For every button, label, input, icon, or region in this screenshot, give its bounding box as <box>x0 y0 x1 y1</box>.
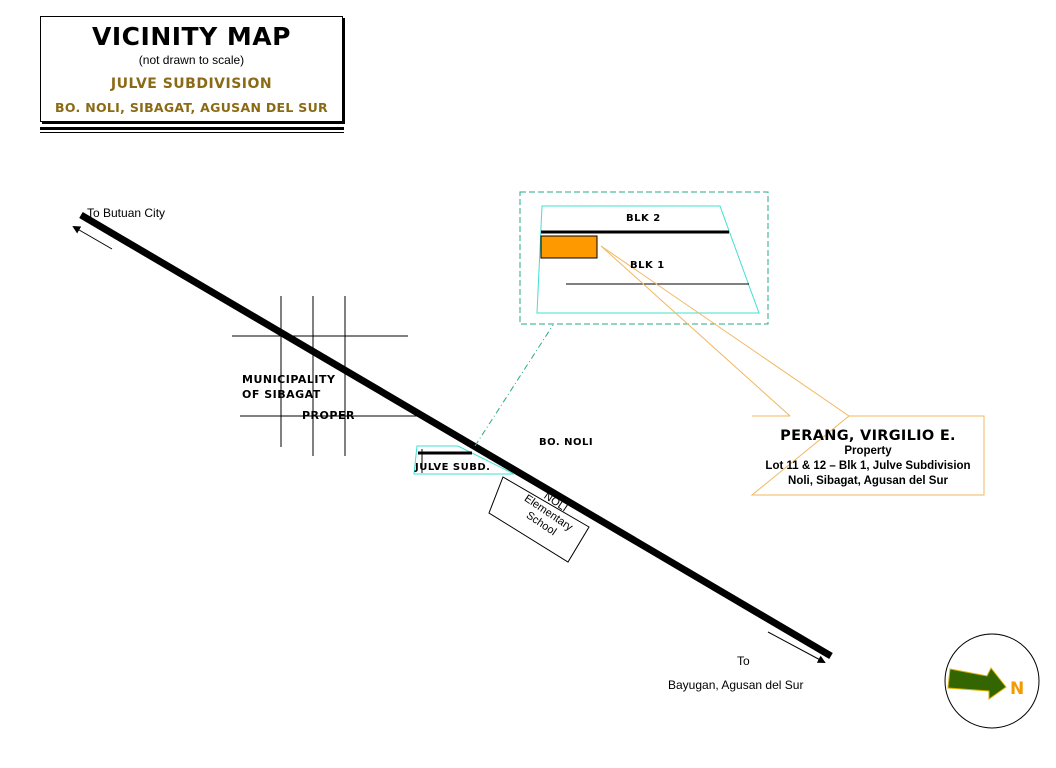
inset-leader-line <box>474 324 554 447</box>
to-butuan-label: To Butuan City <box>87 206 166 220</box>
owner-name: PERANG, VIRGILIO E. <box>780 428 956 444</box>
arrow-to-bayugan-icon <box>767 631 826 663</box>
inset-frame <box>519 191 769 325</box>
location-title: BO. NOLI, SIBAGAT, AGUSAN DEL SUR <box>55 100 328 115</box>
property-lot-highlight[interactable] <box>540 235 598 259</box>
map-title: VICINITY MAP <box>92 22 291 51</box>
julve-subdivision-outline <box>413 445 515 475</box>
title-block: VICINITY MAP (not drawn to scale) JULVE … <box>40 16 343 122</box>
subdivision-title: JULVE SUBDIVISION <box>110 76 273 92</box>
to-label: To <box>737 654 750 668</box>
national-highway <box>79 211 833 660</box>
julve-subd-label: JULVE SUBD. <box>415 462 491 473</box>
title-underline-thick <box>40 127 344 130</box>
callout-pointer-right <box>600 245 850 417</box>
sibagat-street-grid <box>232 296 420 456</box>
scale-note: (not drawn to scale) <box>138 53 245 67</box>
municipality-label-line2: OF SIBAGAT <box>242 388 321 401</box>
callout-pointer-left <box>600 245 791 417</box>
title-underline-thin <box>40 132 344 133</box>
blk-1-label: BLK 1 <box>630 260 665 271</box>
owner-address: Noli, Sibagat, Agusan del Sur <box>788 475 948 487</box>
municipality-label-line3: PROPER <box>302 409 355 422</box>
north-arrow-icon <box>947 667 1007 700</box>
inset-subdivision-outline <box>536 205 760 314</box>
owner-property-label: Property <box>844 445 892 457</box>
blk-2-label: BLK 2 <box>626 213 661 224</box>
to-bayugan-label: Bayugan, Agusan del Sur <box>668 678 804 692</box>
owner-callout-box <box>750 415 985 496</box>
bo-noli-label: BO. NOLI <box>539 437 594 448</box>
owner-lot-description: Lot 11 & 12 – Blk 1, Julve Subdivision <box>765 460 971 472</box>
arrow-to-butuan-icon <box>72 225 113 250</box>
north-label: N <box>1010 679 1025 699</box>
noli-elementary-school-building <box>488 476 590 563</box>
municipality-label-line1: MUNICIPALITY <box>242 373 336 386</box>
owner-callout: PERANG, VIRGILIO E. Property Lot 11 & 12… <box>752 428 984 489</box>
